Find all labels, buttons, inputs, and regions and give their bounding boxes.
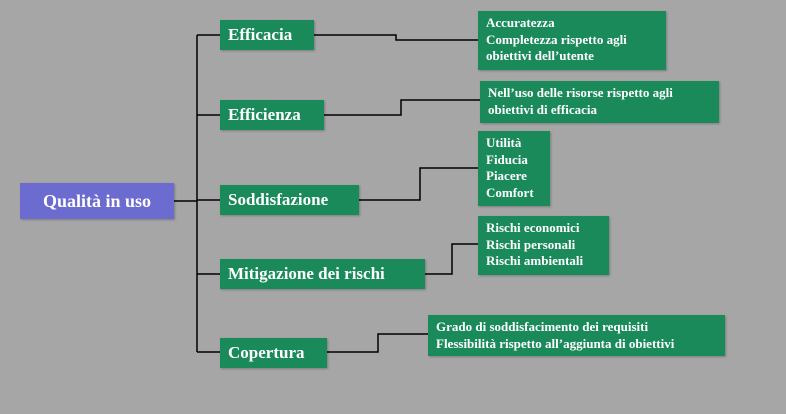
detail-line: Piacere	[486, 168, 527, 183]
detail-line: obiettivi dell’utente	[486, 48, 594, 63]
detail-soddisfazione: Utilità Fiducia Piacere Comfort	[478, 131, 550, 206]
detail-mitigazione-rischi: Rischi economici Rischi personali Rischi…	[478, 216, 609, 275]
detail-line: Utilità	[486, 135, 522, 150]
detail-line: Flessibilità rispetto all’aggiunta di ob…	[436, 335, 675, 351]
detail-line: Rischi ambientali	[486, 253, 584, 268]
category-label: Soddisfazione	[228, 190, 329, 209]
category-soddisfazione: Soddisfazione	[220, 185, 359, 215]
connector-detail-soddisfazione	[359, 167, 478, 201]
connector-detail-copertura	[327, 333, 428, 353]
detail-efficienza: Nell’uso delle risorse rispetto agli obi…	[480, 81, 719, 123]
category-label: Efficienza	[228, 105, 301, 124]
category-label: Copertura	[228, 343, 305, 362]
category-efficienza: Efficienza	[220, 100, 324, 130]
detail-line: Rischi personali	[486, 236, 576, 252]
root-label: Qualità in uso	[42, 190, 152, 211]
category-copertura: Copertura	[220, 338, 327, 368]
detail-line: Nell’uso delle risorse rispetto agli	[488, 85, 673, 100]
connector-detail-mitigazione	[425, 243, 478, 275]
detail-copertura: Grado di soddisfacimento dei requisiti F…	[428, 315, 725, 356]
category-label: Mitigazione dei rischi	[228, 264, 385, 283]
connector-detail-efficienza	[324, 99, 480, 116]
category-label: Efficacia	[228, 25, 293, 44]
category-efficacia: Efficacia	[220, 20, 314, 50]
detail-line: obiettivi di efficacia	[488, 101, 598, 117]
detail-line: Accuratezza	[486, 15, 555, 30]
detail-efficacia: Accuratezza Completezza rispetto agli ob…	[478, 11, 666, 70]
connector-detail-efficacia	[314, 34, 478, 41]
detail-line: Grado di soddisfacimento dei requisiti	[436, 319, 649, 334]
detail-line: Rischi economici	[486, 220, 580, 235]
detail-line: Completezza rispetto agli	[486, 31, 627, 47]
detail-line: Fiducia	[486, 151, 528, 167]
category-mitigazione-rischi: Mitigazione dei rischi	[220, 259, 425, 289]
detail-line: Comfort	[486, 184, 534, 200]
root-node: Qualità in uso	[20, 183, 174, 219]
